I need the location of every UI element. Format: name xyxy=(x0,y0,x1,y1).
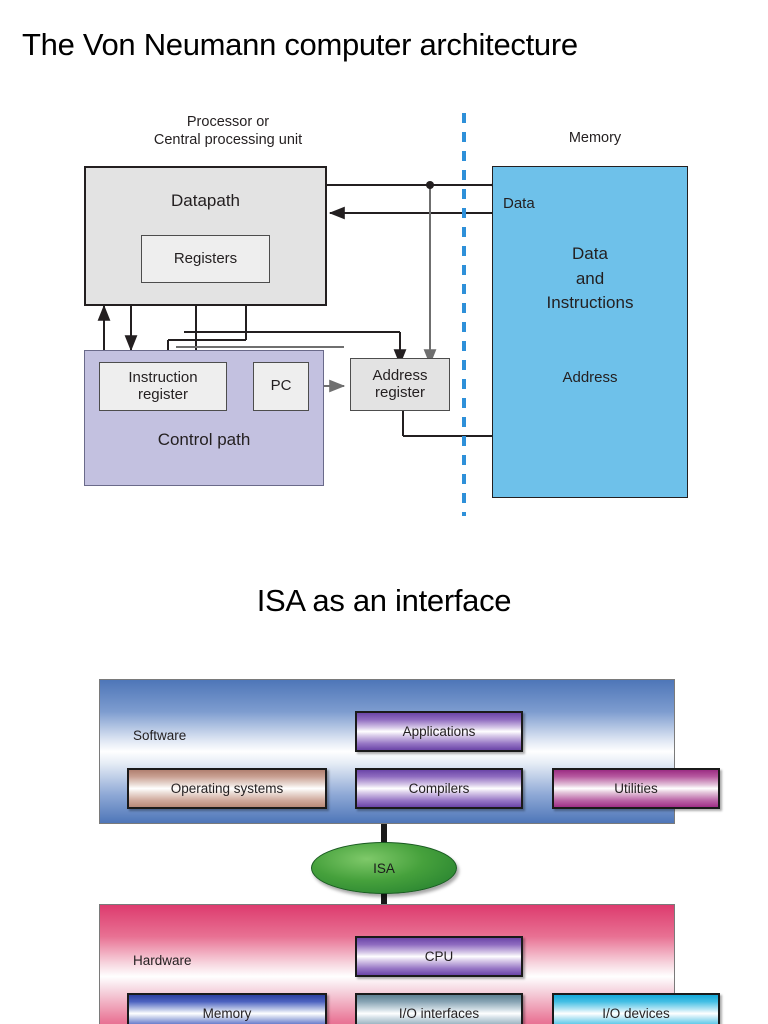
chip-compilers: Compilers xyxy=(355,768,523,809)
memory-caption: Memory xyxy=(568,130,622,146)
address-register-line2: register xyxy=(374,383,426,401)
address-register-box: Address register xyxy=(350,358,450,411)
hardware-band-label: Hardware xyxy=(133,953,192,968)
instruction-register-line2: register xyxy=(137,385,188,403)
software-band: Software Applications Operating systems … xyxy=(99,679,720,824)
processor-caption-line2: Central processing unit xyxy=(153,132,303,149)
software-band-label: Software xyxy=(133,728,187,743)
memory-data-port-label: Data xyxy=(503,195,535,212)
isa-ellipse: ISA xyxy=(311,842,457,894)
instruction-register-label: Instruction register xyxy=(128,368,198,404)
processor-caption-line1: Processor or xyxy=(186,114,270,130)
address-register-line1: Address xyxy=(372,366,428,384)
chip-memory: Memory xyxy=(127,993,327,1024)
chip-cpu: CPU xyxy=(355,936,523,977)
instruction-register-line1: Instruction xyxy=(128,368,198,386)
page-title-isa: ISA as an interface xyxy=(256,583,512,618)
registers-label: Registers xyxy=(173,249,238,267)
isa-interface-diagram: Software Applications Operating systems … xyxy=(0,660,768,1024)
memory-contents-line1: Data xyxy=(572,244,608,263)
memory-contents-label: Data and Instructions xyxy=(492,242,688,316)
chip-applications: Applications xyxy=(355,711,523,752)
address-register-label: Address register xyxy=(372,366,428,402)
page-title-von-neumann: The Von Neumann computer architecture xyxy=(22,27,578,62)
von-neumann-diagram: Processor or Central processing unit Mem… xyxy=(0,100,768,530)
memory-contents-line2: and xyxy=(575,268,605,288)
hardware-band: Hardware CPU Memory I/O interfaces I/O d… xyxy=(99,904,720,1024)
memory-box xyxy=(492,166,688,498)
chip-io-devices: I/O devices xyxy=(552,993,720,1024)
memory-address-port-label: Address xyxy=(562,369,618,386)
chip-io-interfaces: I/O interfaces xyxy=(355,993,523,1024)
registers-box: Registers xyxy=(141,235,270,283)
program-counter-label: PC xyxy=(270,377,292,395)
memory-contents-line3: Instructions xyxy=(546,293,634,313)
processor-caption: Processor or Central processing unit xyxy=(138,113,318,149)
control-path-label: Control path xyxy=(157,430,251,449)
instruction-register-box: Instruction register xyxy=(99,362,227,411)
datapath-label: Datapath xyxy=(171,191,240,210)
chip-operating-systems: Operating systems xyxy=(127,768,327,809)
program-counter-box: PC xyxy=(253,362,309,411)
chip-utilities: Utilities xyxy=(552,768,720,809)
isa-connector-upper xyxy=(381,824,387,858)
bus-junction-dot xyxy=(426,181,434,189)
processor-memory-divider xyxy=(462,113,466,516)
